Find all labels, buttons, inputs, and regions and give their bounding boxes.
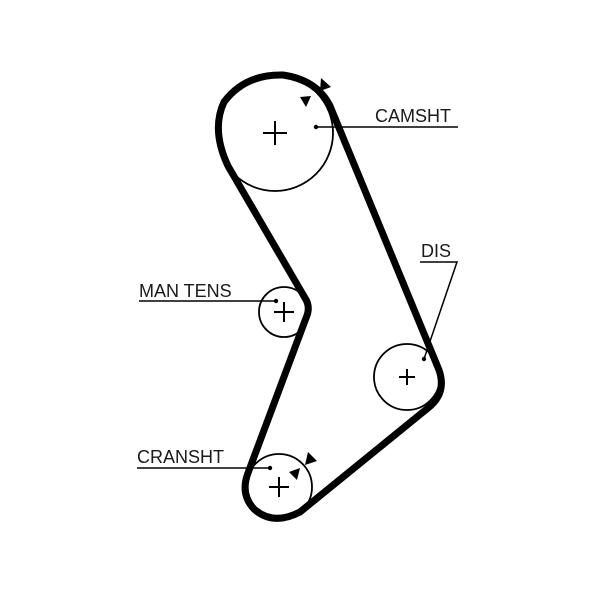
timing-belt bbox=[214, 71, 445, 522]
manual-tensioner-leader bbox=[139, 298, 279, 304]
manual-tensioner-pulley bbox=[258, 286, 310, 338]
camshaft-label: CAMSHT bbox=[375, 106, 451, 126]
crankshaft-rotation-arrow bbox=[289, 452, 317, 480]
crankshaft-leader bbox=[137, 465, 273, 471]
manual-tensioner-label: MAN TENS bbox=[139, 281, 232, 301]
camshaft-rotation-arrow bbox=[300, 78, 331, 107]
distributor-leader bbox=[420, 261, 459, 362]
distributor-label: DIS bbox=[421, 241, 451, 261]
camshaft-leader bbox=[313, 124, 458, 130]
crankshaft-label: CRANSHT bbox=[137, 447, 224, 467]
